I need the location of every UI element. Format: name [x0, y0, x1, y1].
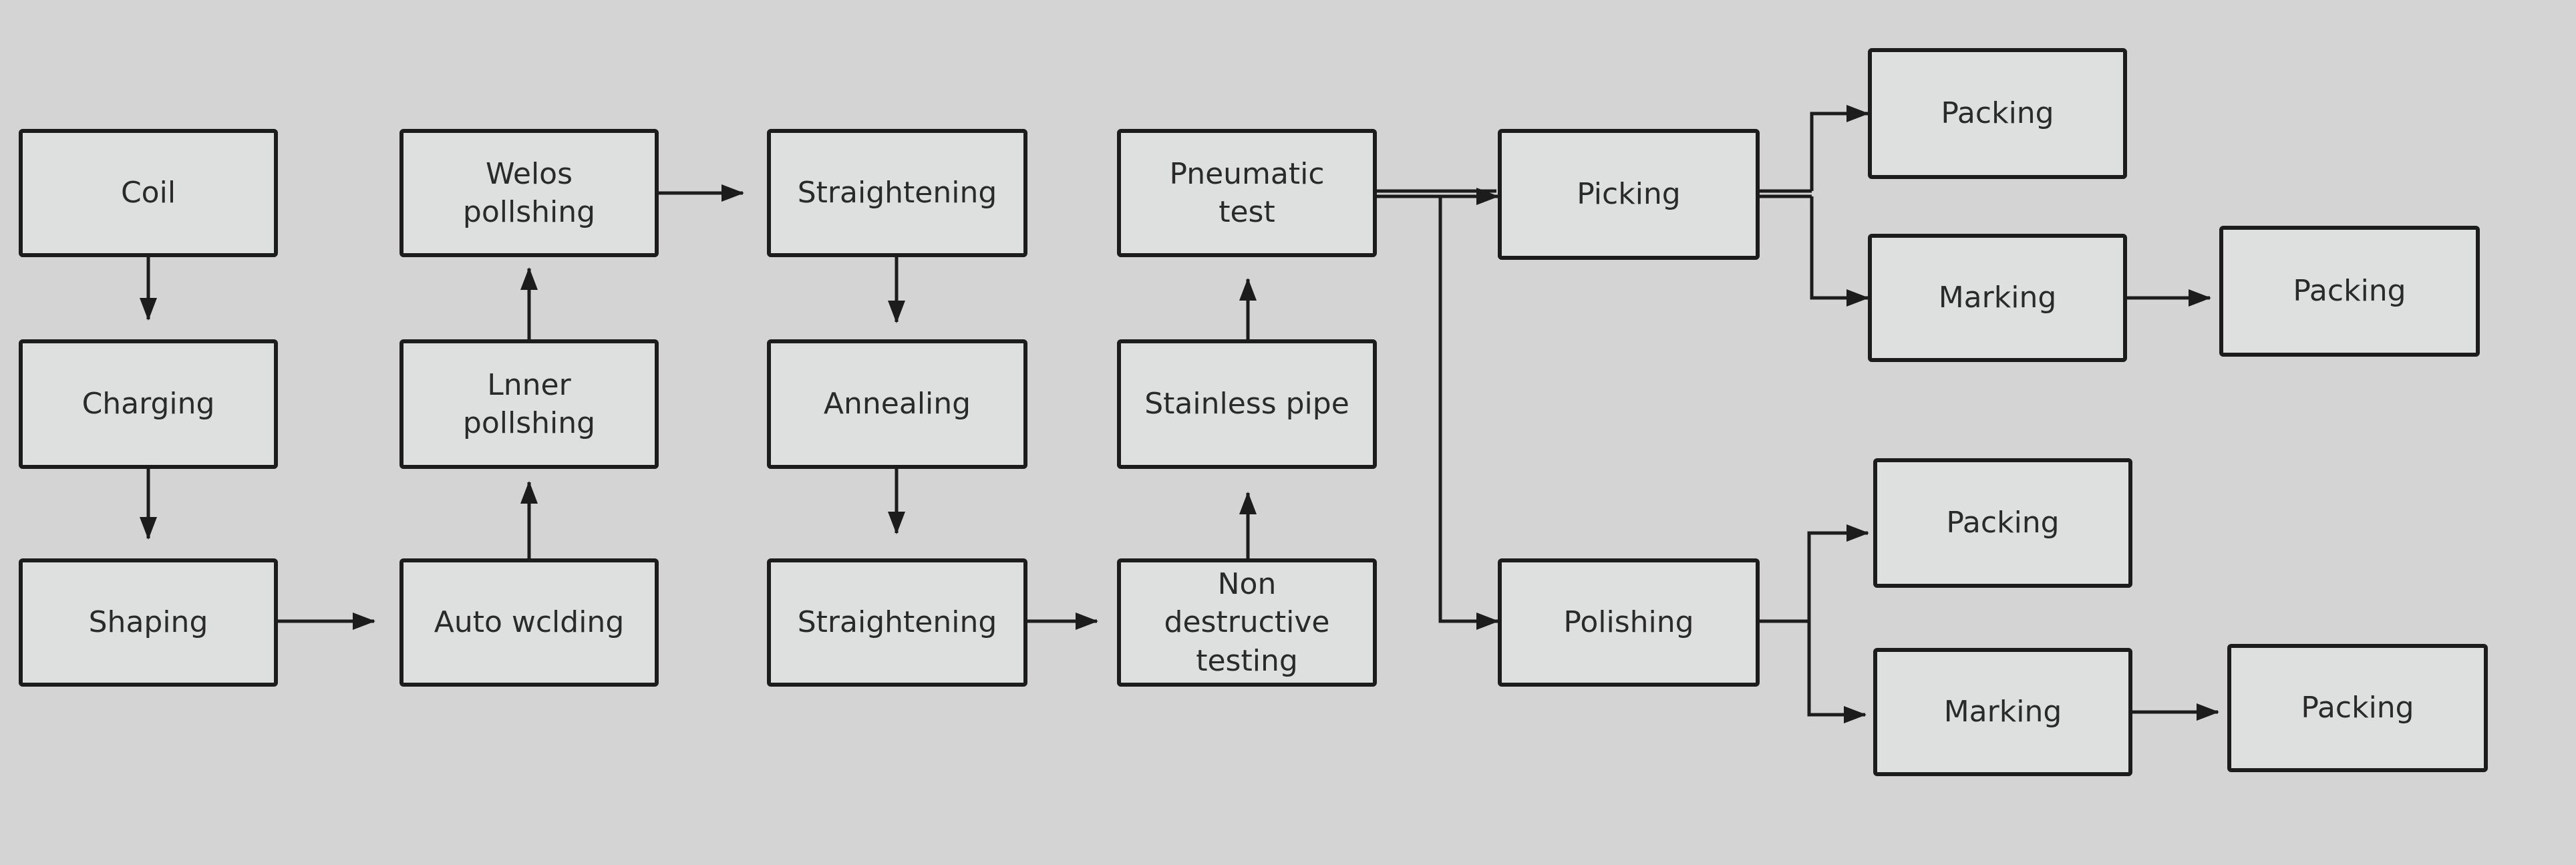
- node-inner-polishing: Lnner pollshing: [399, 339, 659, 469]
- arrow-polishing-to-packing: [1807, 524, 1869, 621]
- node-marking-2: Marking: [1873, 648, 2132, 776]
- node-straightening-top: Straightening: [767, 129, 1027, 257]
- node-stainless-pipe: Stainless pipe: [1117, 339, 1377, 469]
- arrow-picking-to-packing: [1810, 105, 1869, 191]
- node-marking-1: Marking: [1868, 234, 2127, 362]
- node-auto-welding: Auto wclding: [399, 558, 659, 687]
- node-coil: Coil: [19, 129, 278, 257]
- node-picking: Picking: [1498, 129, 1760, 260]
- arrow-picking-to-marking: [1810, 196, 1869, 307]
- node-non-destructive-testing: Non destructive testing: [1117, 558, 1377, 687]
- node-charging: Charging: [19, 339, 278, 469]
- arrow-pneumatic-test-to-polishing: [1438, 196, 1499, 630]
- node-packing-1: Packing: [1868, 48, 2127, 179]
- node-packing-3: Packing: [1873, 458, 2132, 588]
- node-straightening-bottom: Straightening: [767, 558, 1027, 687]
- node-packing-2: Packing: [2219, 226, 2480, 357]
- node-annealing: Annealing: [767, 339, 1027, 469]
- node-packing-4: Packing: [2227, 644, 2488, 772]
- node-polishing: Polishing: [1498, 558, 1760, 687]
- arrow-polishing-to-marking: [1807, 621, 1867, 723]
- node-welds-polishing: Welos pollshing: [399, 129, 659, 257]
- node-pneumatic-test: Pneumatic test: [1117, 129, 1377, 257]
- node-shaping: Shaping: [19, 558, 278, 687]
